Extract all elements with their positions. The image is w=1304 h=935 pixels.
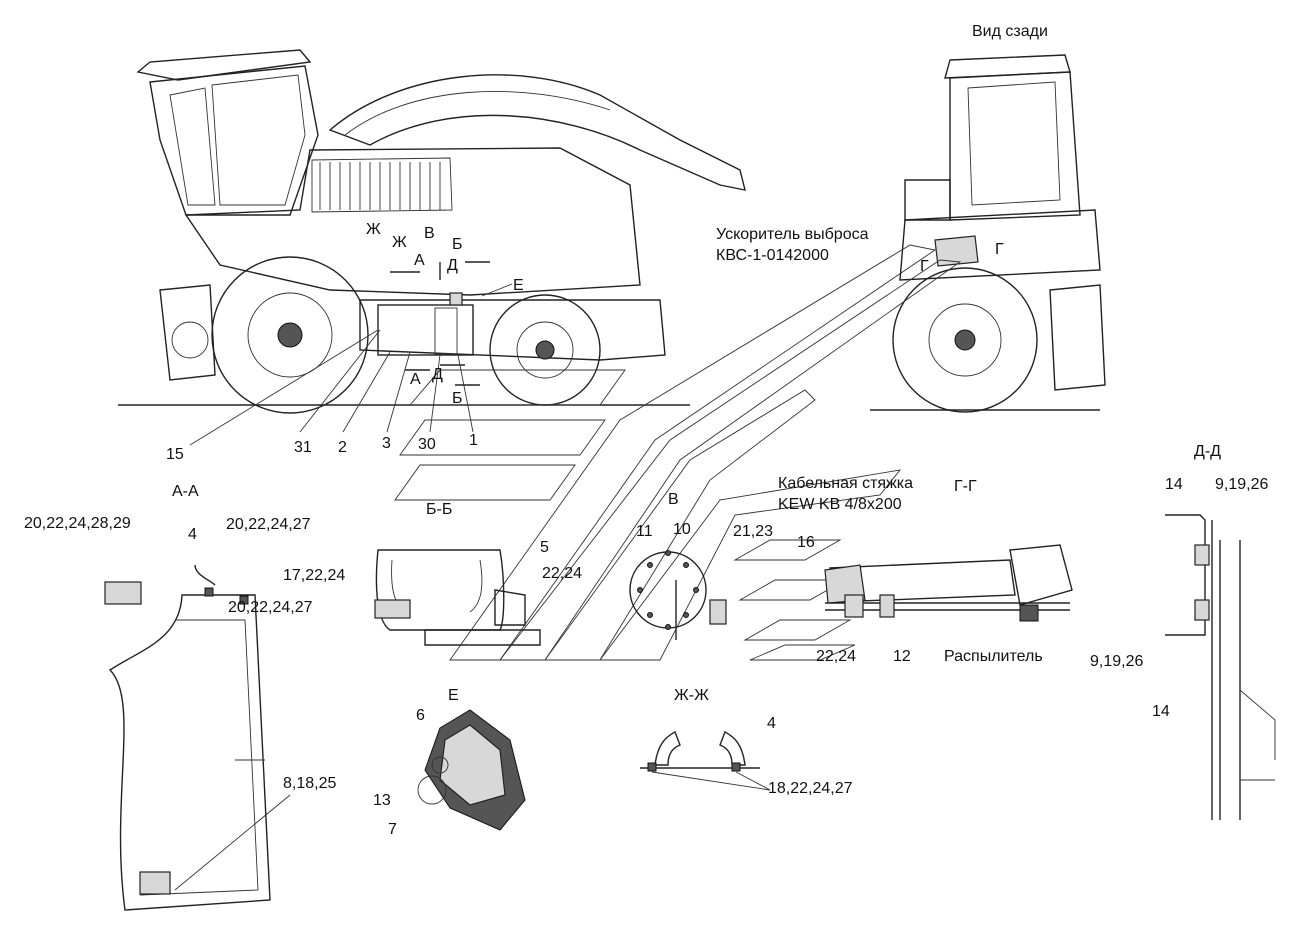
section-mark-d-bottom: Д (432, 366, 443, 383)
position-2: 2 (338, 439, 347, 456)
dd-position-14-top: 14 (1165, 476, 1183, 493)
harvester-rear-view (870, 54, 1106, 413)
position-1: 1 (469, 432, 478, 449)
section-mark-v-top: В (424, 225, 435, 242)
aa-position-20-22-24-27-top: 20,22,24,27 (226, 516, 311, 533)
zh-position-4: 4 (767, 715, 776, 732)
e-position-7: 7 (388, 821, 397, 838)
section-bb-title: Б-Б (426, 501, 453, 518)
view-e-drawing (417, 709, 526, 831)
aa-position-4: 4 (188, 526, 197, 543)
aa-position-20-22-24-28-29: 20,22,24,28,29 (24, 515, 131, 532)
section-zhzh-title: Ж-Ж (674, 687, 709, 704)
dd-position-9-19-26-bottom: 9,19,26 (1090, 653, 1144, 670)
v-position-11: 11 (636, 523, 653, 540)
position-31: 31 (294, 439, 312, 456)
rear-view-title: Вид сзади (972, 23, 1048, 40)
section-mark-g-left: Г (920, 258, 929, 275)
section-mark-zh-2: Ж (392, 234, 407, 251)
accelerator-name: Ускоритель выброса (716, 226, 869, 243)
section-dd-drawing (1165, 514, 1276, 820)
accelerator-code: КВС-1-0142000 (716, 247, 829, 264)
dd-position-9-19-26-top: 9,19,26 (1215, 476, 1269, 493)
section-bb-drawing (374, 549, 541, 646)
drawing-container-outlines (394, 244, 962, 661)
section-mark-b-top: Б (452, 236, 463, 253)
dd-position-14-bottom: 14 (1152, 703, 1170, 720)
view-v-drawing (629, 550, 727, 640)
section-mark-e-top: Е (513, 277, 524, 294)
position-30: 30 (418, 436, 436, 453)
e-position-13: 13 (373, 792, 391, 809)
section-mark-g-right: Г (995, 241, 1004, 258)
zh-position-18-22-24-27: 18,22,24,27 (768, 780, 853, 797)
section-zhzh-drawing (640, 730, 771, 791)
v-position-21-23: 21,23 (733, 523, 774, 540)
cable-tie-code: KEW KB 4/8x200 (778, 496, 902, 513)
bb-position-22-24: 22,24 (542, 565, 583, 582)
section-mark-a-top: А (414, 252, 425, 269)
section-dd-title: Д-Д (1194, 443, 1221, 460)
position-15: 15 (166, 446, 184, 463)
view-v-title: В (668, 491, 679, 508)
section-aa-title: А-А (172, 483, 199, 500)
section-gg-title: Г-Г (954, 478, 977, 495)
bb-position-17-22-24: 17,22,24 (283, 567, 346, 584)
section-mark-a-bottom: А (410, 371, 421, 388)
gg-position-22-24: 22,24 (816, 648, 857, 665)
harvester-side-view (118, 49, 746, 446)
section-mark-d-top: Д (447, 257, 458, 274)
cable-tie-name: Кабельная стяжка (778, 475, 914, 492)
view-e-title: Е (448, 687, 459, 704)
aa-position-8-18-25: 8,18,25 (283, 775, 337, 792)
gg-position-16: 16 (797, 534, 815, 551)
sprayer-label: Распылитель (944, 648, 1043, 665)
position-3: 3 (382, 435, 391, 452)
gg-position-12: 12 (893, 648, 911, 665)
bb-position-5: 5 (540, 539, 549, 556)
section-aa-drawing (104, 564, 291, 911)
section-mark-b-bottom: Б (452, 390, 463, 407)
aa-position-20-22-24-27-right: 20,22,24,27 (228, 599, 313, 616)
section-mark-zh-1: Ж (366, 221, 381, 238)
section-gg-drawing (824, 544, 1073, 622)
e-position-6: 6 (416, 707, 425, 724)
v-position-10: 10 (673, 521, 691, 538)
